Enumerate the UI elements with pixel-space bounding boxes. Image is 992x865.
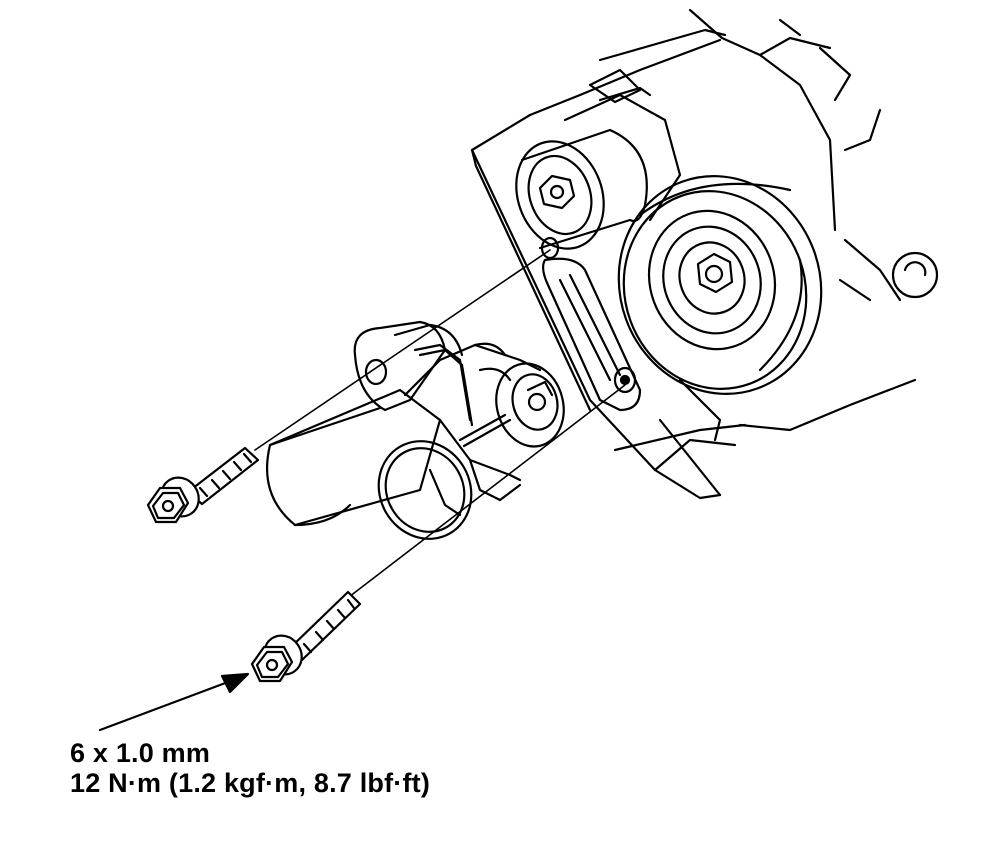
alignment-lines (254, 249, 626, 601)
engine-housing (470, 8, 939, 500)
idler-pulley (515, 68, 682, 250)
pulley-nut (696, 252, 734, 294)
callout-arrow (98, 672, 250, 732)
idler-nut (538, 174, 576, 210)
retaining-ring (377, 413, 512, 540)
auto-tensioner (266, 320, 565, 527)
torque-callout: 6 x 1.0 mm 12 N·m (1.2 kgf·m, 8.7 lbf·ft… (70, 738, 430, 798)
lower-bolt (250, 590, 362, 683)
bolt-size-label: 6 x 1.0 mm (70, 738, 211, 768)
tensioner-pulley (617, 175, 823, 395)
upper-bolt (146, 446, 260, 524)
bracket-slot (540, 236, 642, 412)
torque-spec-label: 12 N·m (1.2 kgf·m, 8.7 lbf·ft) (70, 768, 431, 798)
